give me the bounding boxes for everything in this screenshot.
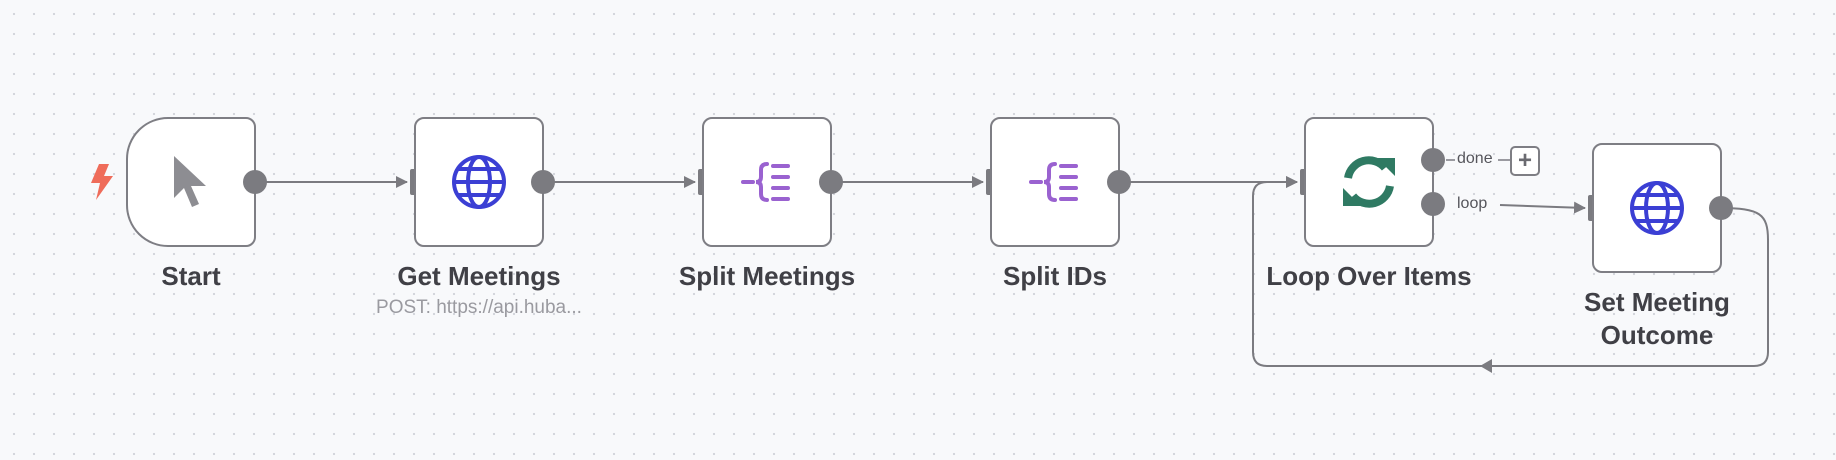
split-out-icon <box>1028 160 1082 204</box>
cursor-icon <box>171 154 211 210</box>
node-loop-over-items[interactable] <box>1304 117 1434 247</box>
node-start-label: Start <box>161 261 221 291</box>
node-start[interactable] <box>126 117 256 247</box>
node-loop-over-items-label: Loop Over Items <box>1266 261 1472 291</box>
node-get-meetings-subtitle: POST: https://api.huba... <box>376 297 582 318</box>
node-set-meeting-outcome-label-line2: Outcome <box>1600 320 1714 350</box>
return-direction-arrow <box>1480 359 1492 373</box>
node-get-meetings[interactable] <box>414 117 544 247</box>
node-set-meeting-outcome-label: Set Meeting Outcome <box>1507 286 1807 352</box>
split-meetings-output-port[interactable] <box>819 170 843 194</box>
trigger-bolt-icon <box>91 164 113 200</box>
node-set-meeting-outcome[interactable] <box>1592 143 1722 273</box>
node-split-ids-label: Split IDs <box>1002 261 1107 291</box>
start-output-port[interactable] <box>243 170 267 194</box>
node-split-meetings[interactable] <box>702 117 832 247</box>
split-out-icon <box>740 160 794 204</box>
refresh-icon <box>1339 152 1399 212</box>
add-node-button[interactable]: + <box>1510 146 1540 176</box>
node-split-meetings-label: Split Meetings <box>678 261 856 291</box>
globe-icon <box>1629 180 1685 236</box>
loop-loop-output-port[interactable] <box>1421 192 1445 216</box>
globe-icon <box>451 154 507 210</box>
split-ids-output-port[interactable] <box>1107 170 1131 194</box>
branch-label-done: done <box>1457 150 1493 167</box>
node-set-meeting-outcome-label-line1: Set Meeting <box>1584 287 1730 317</box>
node-split-ids[interactable] <box>990 117 1120 247</box>
edge-loop-to-set-meeting-outcome[interactable] <box>1499 201 1586 214</box>
node-get-meetings-label: Get Meetings <box>397 261 561 291</box>
loop-done-output-port[interactable] <box>1421 148 1445 172</box>
branch-label-loop: loop <box>1457 195 1488 212</box>
get-meetings-output-port[interactable] <box>531 170 555 194</box>
edge-set-meeting-outcome-back-to-loop[interactable] <box>1252 176 1769 367</box>
set-meeting-outcome-output-port[interactable] <box>1709 196 1733 220</box>
